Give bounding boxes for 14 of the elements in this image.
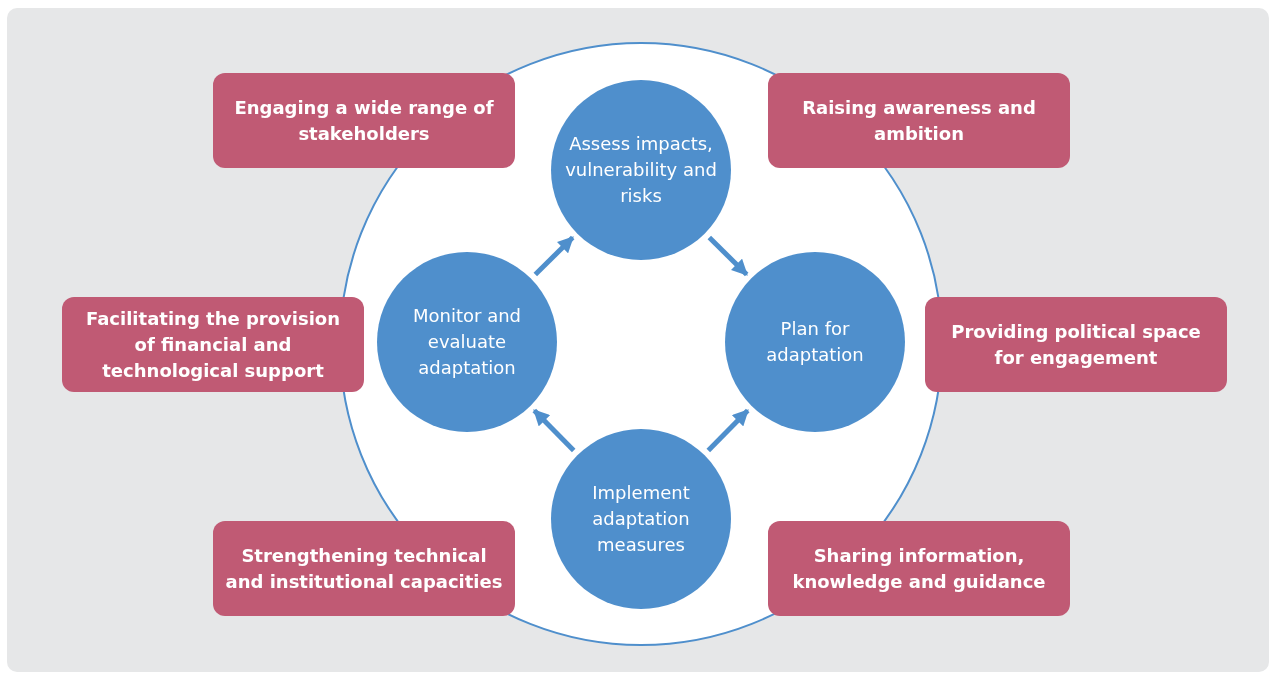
role-box: Providing political space for engagement: [925, 297, 1227, 392]
step-circle: Assess impacts, vulnerability and risks: [551, 80, 731, 260]
role-box: Sharing information, knowledge and guidance: [768, 521, 1070, 616]
arrow: [533, 235, 575, 277]
step-circle: Plan for adaptation: [725, 252, 905, 432]
role-box: Facilitating the provision of financial and technological support: [62, 297, 364, 392]
arrow: [706, 408, 750, 453]
role-box: Strengthening technical and institutional capacities: [213, 521, 515, 616]
role-box: Raising awareness and ambition: [768, 73, 1070, 168]
arrow: [707, 235, 749, 277]
step-circle: Implement adaptation measures: [551, 429, 731, 609]
step-circle: Monitor and evaluate adaptation: [377, 252, 557, 432]
arrow: [532, 408, 576, 453]
role-box: Engaging a wide range of stakeholders: [213, 73, 515, 168]
